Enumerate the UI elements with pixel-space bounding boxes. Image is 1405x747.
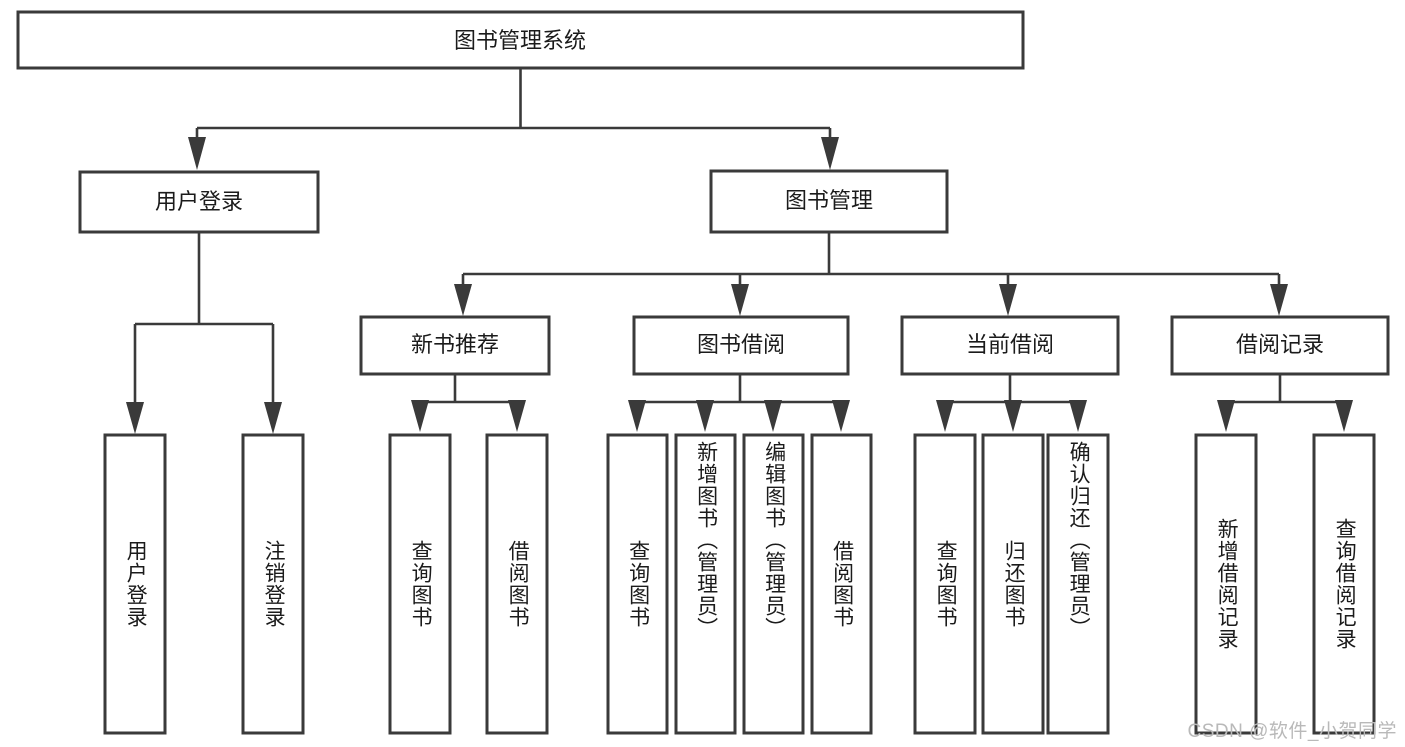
node-box-current-borrow[interactable] xyxy=(900,315,1120,376)
connector-group-borrow-record xyxy=(1217,374,1353,432)
node-box-leaf-book-borrow-1[interactable] xyxy=(674,433,737,735)
node-box-book-manage[interactable] xyxy=(709,169,949,234)
connector-group-current-borrow xyxy=(936,374,1087,432)
node-box-leaf-current-borrow-0[interactable] xyxy=(913,433,977,735)
node-box-leaf-user-login-0[interactable] xyxy=(103,433,167,735)
arrow-leaf-record-2 xyxy=(1335,400,1353,432)
node-label-new-book-recommend: 新书推荐 xyxy=(411,332,499,357)
arrow-leaf-borrow-2 xyxy=(696,400,714,432)
arrow-to-book-borrow xyxy=(731,284,749,316)
arrow-leaf-current-2 xyxy=(1004,400,1022,432)
node-box-book-borrow[interactable] xyxy=(632,315,850,376)
arrow-to-borrow-record xyxy=(1270,284,1288,316)
watermark-text: CSDN @软件_小贺同学 xyxy=(1187,721,1397,742)
node-box-borrow-record[interactable] xyxy=(1170,315,1390,376)
connector-group-book-borrow xyxy=(628,374,850,432)
arrow-leaf-user-2 xyxy=(264,402,282,434)
connector-group-book-manage xyxy=(454,232,1288,316)
node-label-user-login: 用户登录 xyxy=(155,189,243,214)
node-label-current-borrow: 当前借阅 xyxy=(966,332,1054,357)
arrow-to-current-borrow xyxy=(999,284,1017,316)
arrow-leaf-borrow-4 xyxy=(832,400,850,432)
arrow-leaf-user-1 xyxy=(126,402,144,434)
node-box-leaf-book-borrow-3[interactable] xyxy=(810,433,873,735)
arrow-to-user-login xyxy=(188,137,206,170)
connector-group-new-book xyxy=(411,374,526,432)
arrow-to-new-book xyxy=(454,284,472,316)
arrow-leaf-current-1 xyxy=(936,400,954,432)
connector-group-user-login xyxy=(126,232,282,434)
arrow-leaf-newbook-1 xyxy=(411,400,429,432)
arrow-to-book-manage xyxy=(821,137,839,170)
node-label-book-borrow: 图书借阅 xyxy=(697,332,785,357)
arrow-leaf-current-3 xyxy=(1069,400,1087,432)
connector-group-root xyxy=(188,68,839,170)
node-box-leaf-current-borrow-2[interactable] xyxy=(1046,433,1110,735)
arrow-leaf-borrow-3 xyxy=(764,400,782,432)
node-box-new-book-recommend[interactable] xyxy=(359,315,551,376)
arrow-leaf-record-1 xyxy=(1217,400,1235,432)
node-label-book-manage: 图书管理 xyxy=(785,188,873,213)
arrow-leaf-borrow-1 xyxy=(628,400,646,432)
node-box-leaf-borrow-record-0[interactable] xyxy=(1194,433,1258,735)
node-box-root[interactable] xyxy=(16,10,1025,70)
node-box-leaf-book-borrow-2[interactable] xyxy=(742,433,805,735)
node-box-leaf-new-book-1[interactable] xyxy=(485,433,549,735)
node-box-leaf-book-borrow-0[interactable] xyxy=(606,433,669,735)
node-box-leaf-new-book-0[interactable] xyxy=(388,433,452,735)
arrow-leaf-newbook-2 xyxy=(508,400,526,432)
node-box-user-login[interactable] xyxy=(78,170,320,234)
node-box-leaf-user-login-1[interactable] xyxy=(241,433,305,735)
node-label-borrow-record: 借阅记录 xyxy=(1236,332,1324,357)
node-label-root: 图书管理系统 xyxy=(454,28,586,53)
node-box-leaf-current-borrow-1[interactable] xyxy=(981,433,1045,735)
node-box-leaf-borrow-record-1[interactable] xyxy=(1312,433,1376,735)
